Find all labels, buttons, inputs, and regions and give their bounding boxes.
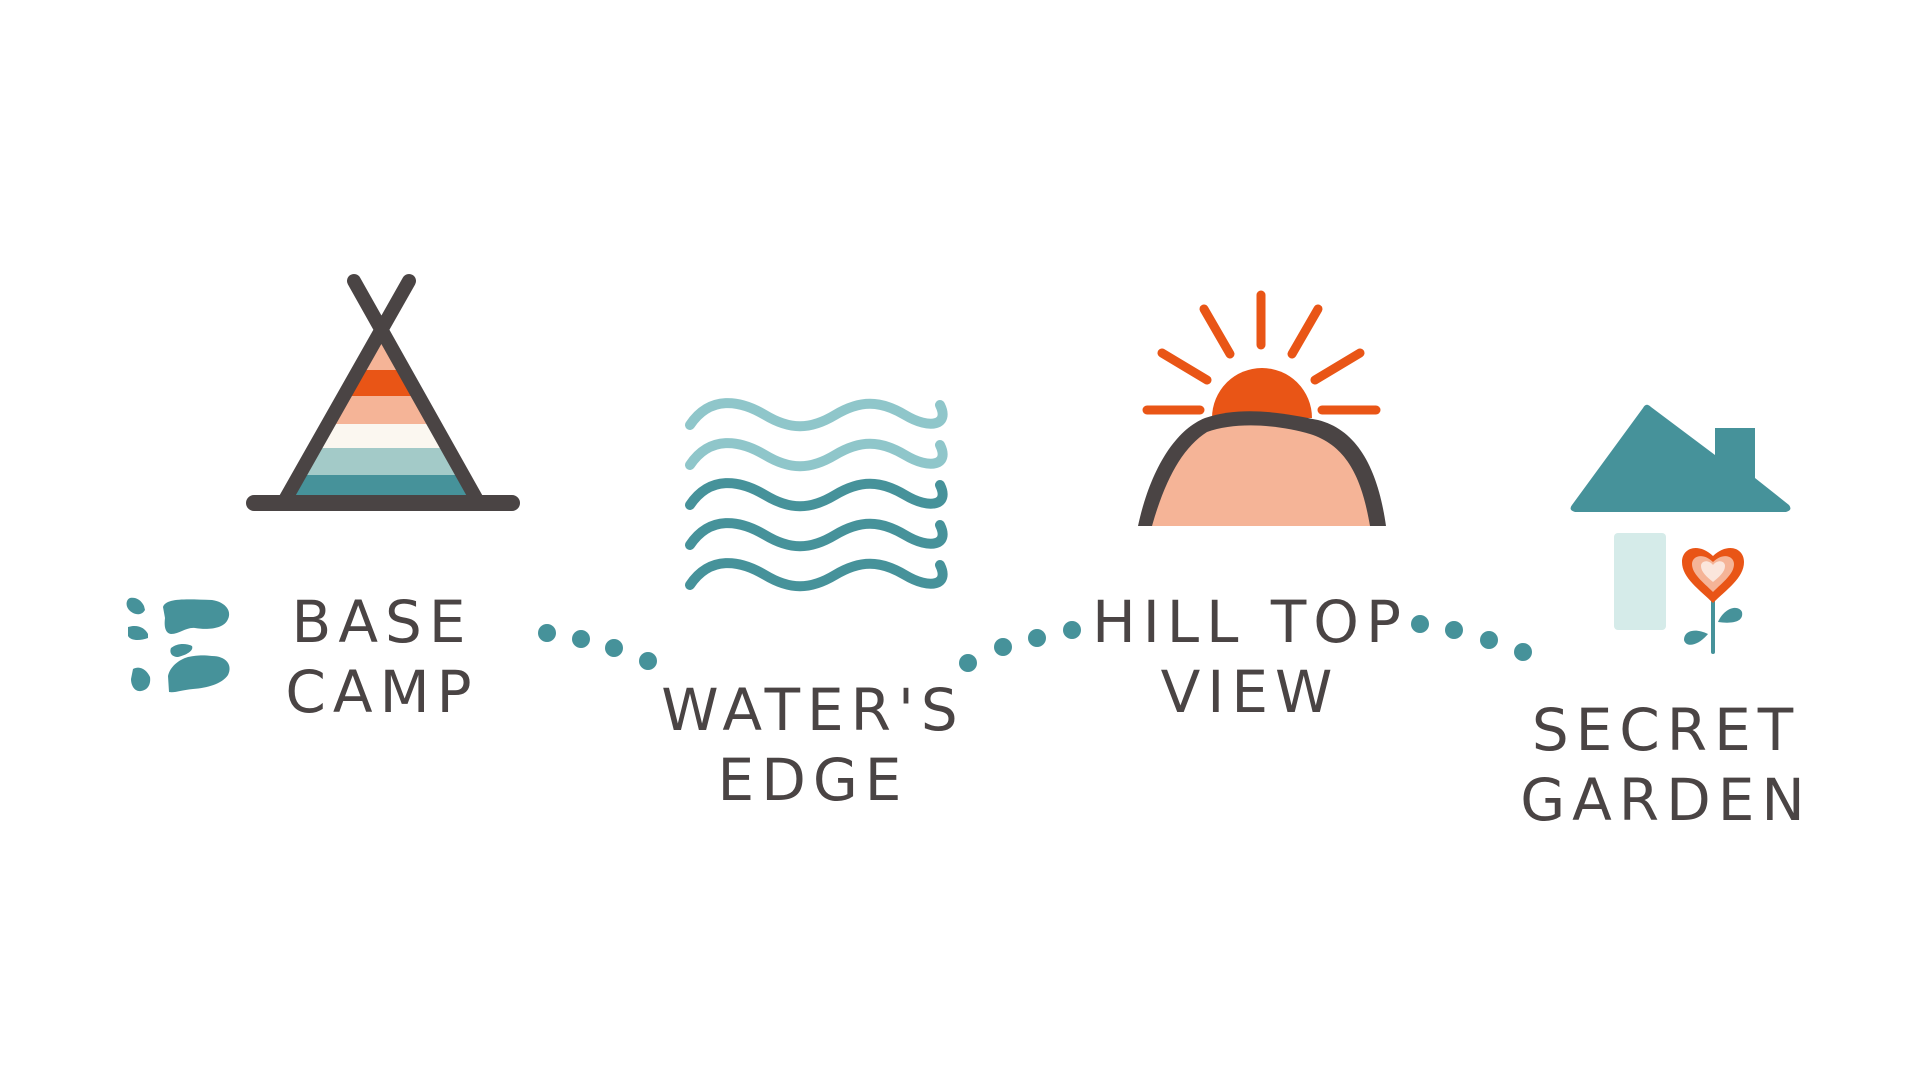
stop-waters-edge: WATER'S EDGE (661, 676, 965, 814)
stop-label-line1: SECRET (1532, 696, 1800, 764)
path-dot (1028, 629, 1046, 647)
path-dot (1063, 621, 1081, 639)
path-dot (1514, 643, 1532, 661)
path-dot (994, 638, 1012, 656)
stop-label-line2: EDGE (718, 746, 909, 814)
sunrise-hill-icon (1138, 290, 1386, 526)
teepee-icon (246, 274, 520, 511)
path-dot (959, 654, 977, 672)
stop-label-line2: CAMP (285, 658, 478, 726)
path-dot (605, 639, 623, 657)
stop-label-line1: HILL TOP (1092, 588, 1408, 656)
water-waves-icon (685, 398, 948, 592)
path-dot (1411, 615, 1429, 633)
stop-label-line2: GARDEN (1520, 766, 1812, 834)
path-dot (1480, 631, 1498, 649)
path-dot (1445, 621, 1463, 639)
path-dot (639, 652, 657, 670)
path-dot (572, 630, 590, 648)
stop-hilltop-view: HILL TOP VIEW (1092, 588, 1408, 726)
footprints-icon (126, 597, 230, 693)
path-dot (538, 624, 556, 642)
dotted-path (538, 615, 1532, 672)
stop-secret-garden: SECRET GARDEN (1520, 696, 1812, 834)
house-garden-icon (1570, 404, 1791, 654)
stop-base-camp: BASE CAMP (285, 588, 478, 726)
stop-label-line2: VIEW (1161, 658, 1340, 726)
stop-label-line1: BASE (292, 588, 473, 656)
stop-label-line1: WATER'S (661, 676, 965, 744)
